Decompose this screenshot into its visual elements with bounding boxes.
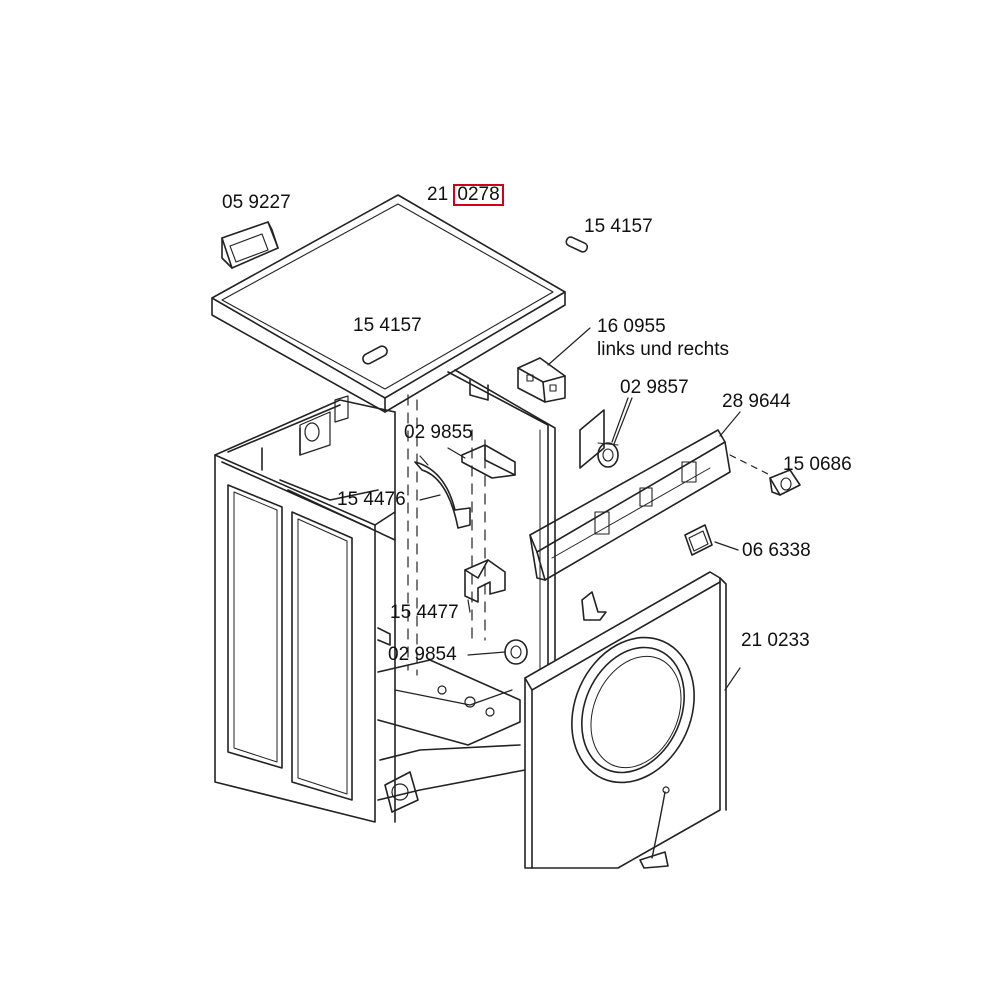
label-cover-handle: 05 9227	[222, 192, 291, 213]
bracket-drawing	[517, 327, 591, 403]
label-top-cover-prefix: 21	[427, 184, 454, 205]
small-bracket-drawing	[581, 591, 607, 621]
plug-center-drawing	[362, 345, 388, 365]
cabinet-body	[214, 369, 556, 823]
label-knob-lower: 02 9854	[388, 644, 457, 665]
label-holder: 15 4477	[390, 602, 459, 623]
label-front-panel: 21 0233	[741, 630, 810, 651]
label-cover-plug-right: 15 4157	[584, 216, 653, 237]
label-knob-upper: 02 9857	[620, 377, 689, 398]
label-hinge-arc: 15 4476	[337, 489, 406, 510]
label-cover-plug-center: 15 4157	[353, 315, 422, 336]
label-bracket-note: links und rechts	[597, 339, 730, 360]
door-lock-frame-drawing	[684, 524, 739, 556]
highlighted-part-number: 0278	[453, 184, 504, 206]
label-door-lock-frame: 06 6338	[742, 540, 811, 561]
control-panel-drawing	[529, 411, 771, 581]
knob-lower-drawing	[467, 639, 528, 665]
panel-clip-drawing	[769, 469, 801, 496]
label-panel-clip: 15 0686	[783, 454, 852, 475]
front-panel-drawing	[524, 571, 741, 869]
label-bracket: 16 0955	[597, 316, 666, 337]
hinge-arc-drawing	[414, 455, 471, 529]
plug-right-drawing	[565, 236, 589, 253]
clip-upper-drawing	[447, 444, 516, 479]
knob-upper-drawing	[579, 397, 633, 469]
label-top-cover: 21 0278	[427, 184, 504, 206]
holder-drawing	[464, 559, 506, 613]
label-control-panel: 28 9644	[722, 391, 791, 412]
top-cover-drawing	[211, 194, 566, 413]
cover-handle-drawing	[221, 221, 279, 269]
label-clip-upper: 02 9855	[404, 422, 473, 443]
